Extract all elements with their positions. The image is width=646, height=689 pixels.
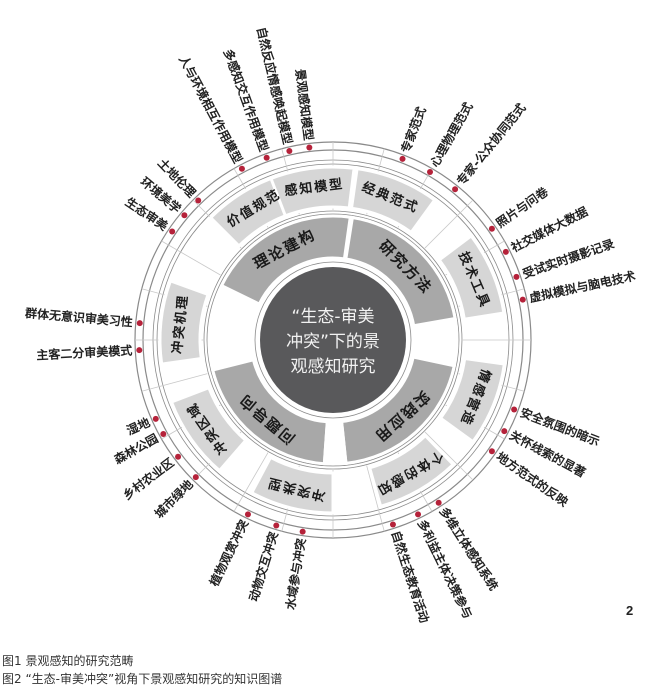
red-dot-marker xyxy=(501,428,508,435)
outer-label-conflict-areas: 城市绿地 xyxy=(151,476,196,521)
red-dot-marker xyxy=(511,406,518,413)
red-dot-marker xyxy=(513,273,520,280)
center-title-line: 观感知研究 xyxy=(291,357,376,377)
labels: “生态-审美冲突”下的景观感知研究理论建构研究方法实践应用问题导向价值规范感知模… xyxy=(24,25,637,624)
spoke-line xyxy=(366,465,385,532)
center-title-line: “生态-审美 xyxy=(292,307,375,327)
outer-label-conflict-mechanism: 主客二分审美模式 xyxy=(36,343,133,363)
red-dot-marker xyxy=(488,225,495,232)
red-dot-marker xyxy=(175,453,182,460)
outer-label-perception-models: 景观感知模型 xyxy=(293,68,317,141)
center-disc xyxy=(260,267,406,413)
red-dot-marker xyxy=(502,248,509,255)
middle-segment xyxy=(438,356,507,444)
ring-line xyxy=(254,261,412,419)
red-dot-marker xyxy=(519,296,526,303)
middle-ring-label: 冲突机理 xyxy=(169,293,191,354)
middle-ring-label: 感知模型 xyxy=(284,176,346,199)
spoke-line xyxy=(161,240,221,276)
inner-segment xyxy=(219,214,352,307)
red-dot-marker xyxy=(181,212,188,219)
outer-label-classic-paradigms: 专家范式 xyxy=(398,105,429,155)
spoke-line xyxy=(424,431,474,481)
red-dot-marker xyxy=(435,499,442,506)
spoke-line xyxy=(233,452,269,512)
red-dot-marker xyxy=(195,197,202,204)
caption-figure-2: 图2 “生态-审美冲突”视角下景观感知研究的知识图谱 xyxy=(2,672,283,686)
red-dot-marker xyxy=(452,186,459,193)
middle-segment xyxy=(367,433,456,509)
figure-number: 2 xyxy=(626,603,634,618)
red-dot-marker xyxy=(263,154,270,161)
red-dot-marker xyxy=(244,511,251,518)
red-dot-marker xyxy=(152,415,159,422)
red-dot-marker xyxy=(238,165,245,172)
red-dot-marker xyxy=(389,521,396,528)
red-dot-marker xyxy=(488,448,495,455)
inner-segment xyxy=(210,358,329,466)
inner-gap xyxy=(412,316,459,353)
ring-line xyxy=(206,213,460,467)
red-dot-marker xyxy=(286,147,293,154)
middle-segment xyxy=(349,166,437,235)
outer-label-classic-paradigms: 心理物理范式 xyxy=(427,100,476,170)
red-dot-marker xyxy=(136,320,143,327)
red-dot-marker xyxy=(427,168,433,175)
middle-segment xyxy=(437,233,506,321)
outer-label-conflict-mechanism: 群体无意识审美习性 xyxy=(24,305,134,329)
middle-segment xyxy=(249,455,335,515)
red-dot-marker xyxy=(399,155,406,162)
caption-figure-1: 图1 景观感知的研究范畴 xyxy=(2,654,134,668)
knowledge-map-diagram: “生态-审美冲突”下的景观感知研究理论建构研究方法实践应用问题导向价值规范感知模… xyxy=(24,25,637,624)
ring-line xyxy=(203,210,463,470)
spoke-line xyxy=(424,199,474,249)
middle-segment xyxy=(169,385,248,473)
red-dot-marker xyxy=(192,474,199,481)
middle-segment xyxy=(269,165,356,218)
center-title-line: 冲突”下的景 xyxy=(286,332,380,352)
middle-segment xyxy=(158,278,210,366)
outer-label-conflict-types: 动物交互冲突 xyxy=(246,530,281,603)
outer-label-conflict-types: 水域参与冲突 xyxy=(282,537,308,610)
red-dot-marker xyxy=(273,522,280,529)
outer-label-conflict-areas: 森林公园 xyxy=(111,430,160,466)
outer-label-tech-tools: 照片与问卷 xyxy=(493,183,552,230)
red-dot-marker xyxy=(136,347,143,354)
red-dot-marker xyxy=(415,511,422,518)
red-dot-marker xyxy=(160,431,167,438)
inner-gap xyxy=(322,419,348,466)
red-dot-marker xyxy=(306,144,313,151)
outer-label-conflict-types: 植物观赏冲突 xyxy=(206,517,251,589)
spoke-line xyxy=(141,373,208,392)
red-dot-marker xyxy=(169,228,176,235)
red-dot-marker xyxy=(299,528,306,535)
rings xyxy=(134,141,532,539)
